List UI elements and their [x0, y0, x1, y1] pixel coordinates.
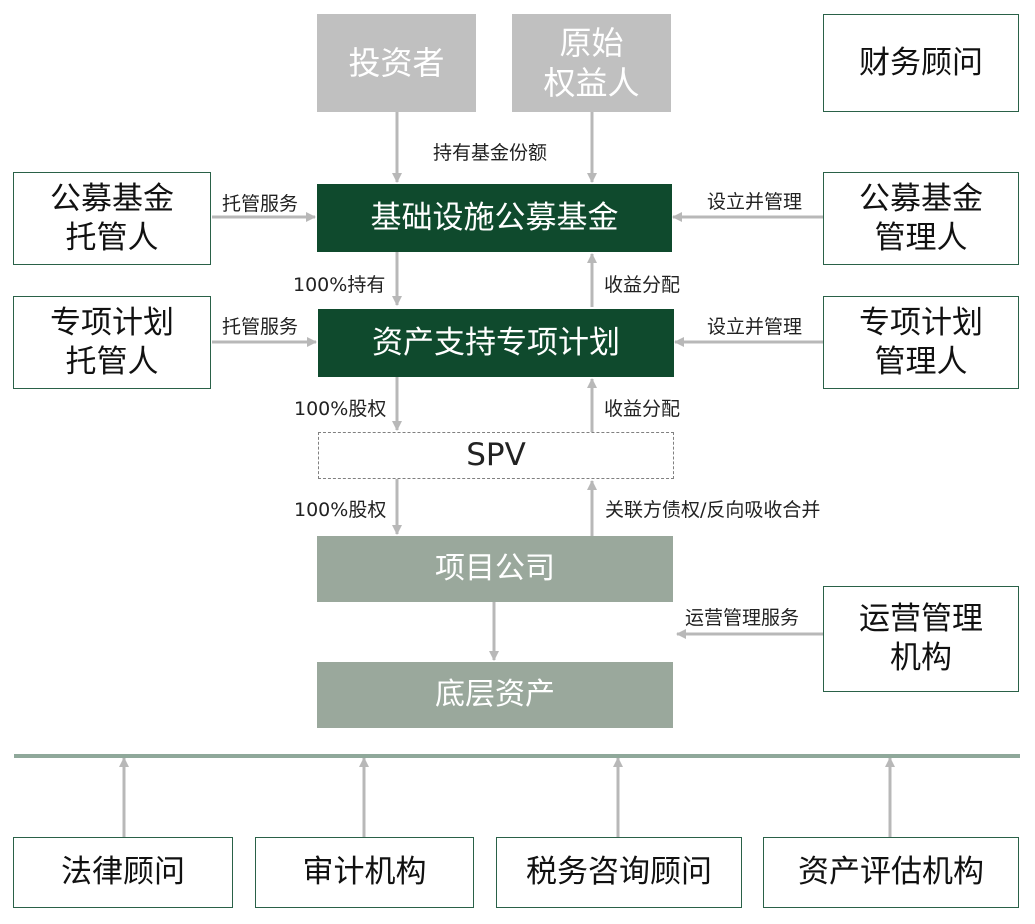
audit-box: 审计机构	[255, 837, 474, 908]
tax-advisor-box: 税务咨询顾问	[496, 837, 742, 908]
plan-custodian-box: 专项计划 托管人	[13, 296, 211, 389]
operator-label: 运营管理 机构	[859, 601, 983, 676]
fund-manager-box: 公募基金 管理人	[823, 172, 1019, 265]
edge-label-related-debt: 关联方债权/反向吸收合并	[605, 499, 821, 521]
abs-plan-label: 资产支持专项计划	[372, 324, 620, 361]
plan-manager-label: 专项计划 管理人	[859, 304, 983, 380]
original-holder-label: 原始 权益人	[543, 24, 640, 102]
project-company-label: 项目公司	[435, 551, 555, 587]
project-company-box: 项目公司	[317, 536, 673, 602]
edge-label-custody-service-1: 托管服务	[222, 193, 299, 215]
fund-manager-label: 公募基金 管理人	[859, 180, 983, 256]
edge-label-income-distribution-1: 收益分配	[604, 274, 681, 296]
tax-advisor-label: 税务咨询顾问	[526, 854, 712, 891]
financial-advisor-box: 财务顾问	[823, 14, 1019, 112]
edge-label-establish-manage-2: 设立并管理	[707, 316, 803, 338]
edge-label-hold-fund-share: 持有基金份额	[433, 142, 548, 164]
underlying-asset-label: 底层资产	[435, 677, 555, 713]
operator-box: 运营管理 机构	[823, 586, 1019, 692]
abs-plan-box: 资产支持专项计划	[318, 309, 674, 377]
edge-label-hold-100: 100%持有	[293, 274, 386, 296]
fund-custodian-label: 公募基金 托管人	[50, 180, 174, 256]
legal-advisor-box: 法律顾问	[13, 837, 233, 908]
valuation-box: 资产评估机构	[763, 837, 1019, 908]
legal-advisor-label: 法律顾问	[61, 854, 185, 891]
edge-label-equity-100-1: 100%股权	[294, 398, 387, 420]
edge-label-establish-manage-1: 设立并管理	[707, 191, 803, 213]
fund-custodian-box: 公募基金 托管人	[13, 172, 211, 265]
edge-label-operation-service: 运营管理服务	[685, 607, 800, 629]
public-fund-box: 基础设施公募基金	[317, 184, 672, 252]
audit-label: 审计机构	[302, 854, 427, 891]
investor-box: 投资者	[317, 14, 476, 112]
valuation-label: 资产评估机构	[798, 854, 984, 891]
plan-custodian-label: 专项计划 托管人	[50, 304, 174, 380]
edge-label-equity-100-2: 100%股权	[294, 499, 387, 521]
financial-advisor-label: 财务顾问	[859, 44, 983, 81]
underlying-asset-box: 底层资产	[317, 662, 673, 728]
public-fund-label: 基础设施公募基金	[370, 199, 619, 236]
edge-label-income-distribution-2: 收益分配	[604, 398, 681, 420]
plan-manager-box: 专项计划 管理人	[823, 296, 1019, 389]
original-holder-box: 原始 权益人	[512, 14, 671, 112]
spv-box: SPV	[318, 432, 674, 479]
investor-label: 投资者	[348, 44, 445, 82]
spv-label: SPV	[466, 437, 526, 474]
edge-label-custody-service-2: 托管服务	[222, 316, 299, 338]
